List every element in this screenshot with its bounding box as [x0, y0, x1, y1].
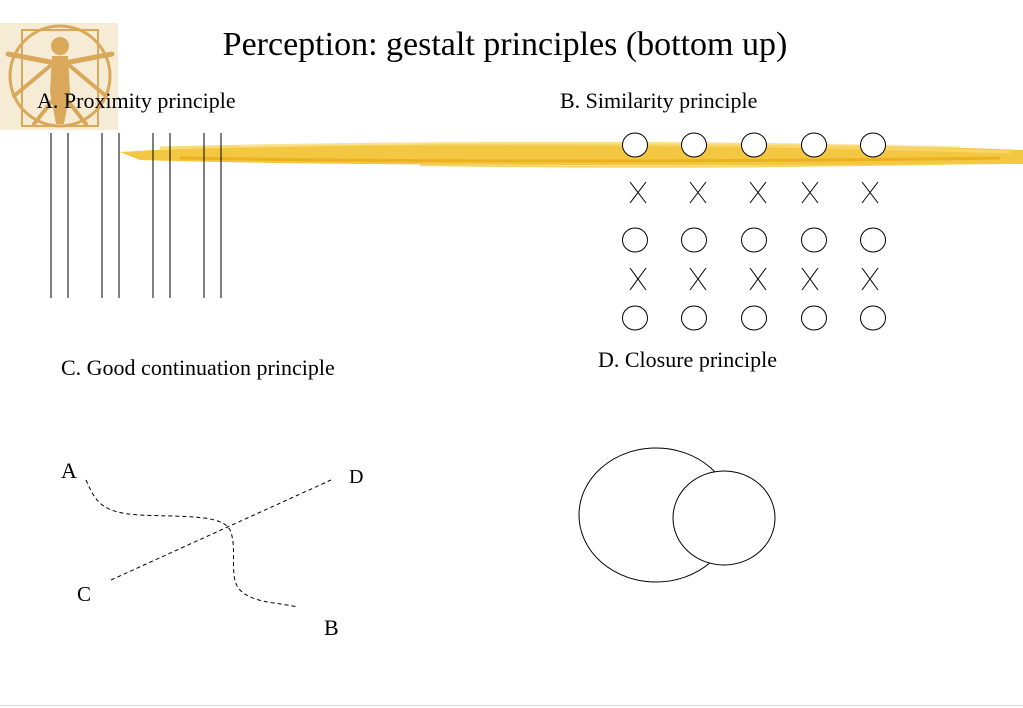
- proximity-label: A. Proximity principle: [37, 88, 236, 113]
- continuation-line-c-d: [110, 479, 332, 581]
- similarity-cross: [689, 181, 707, 204]
- highlighter-stroke: [120, 141, 1023, 168]
- similarity-circle: [681, 227, 707, 253]
- similarity-crosses-row-2: [629, 267, 879, 291]
- similarity-cross: [749, 267, 767, 291]
- similarity-circle: [741, 227, 767, 253]
- bottom-divider: [0, 705, 1023, 706]
- continuation-curve-a-b: [85, 479, 299, 608]
- closure-label: D. Closure principle: [598, 347, 778, 372]
- similarity-cross: [801, 181, 819, 204]
- similarity-circle: [801, 132, 827, 158]
- similarity-circle: [681, 305, 707, 331]
- point-b-label: B: [324, 615, 339, 640]
- similarity-circles-row-1: [622, 132, 886, 158]
- similarity-circles-row-2: [622, 227, 886, 253]
- similarity-circle: [681, 132, 707, 158]
- vitruvian-man-icon: [0, 23, 118, 130]
- similarity-circle: [741, 132, 767, 158]
- similarity-cross: [749, 181, 767, 204]
- similarity-cross: [861, 181, 879, 204]
- similarity-cross: [801, 267, 819, 291]
- similarity-cross: [629, 267, 647, 291]
- similarity-circle: [860, 305, 886, 331]
- similarity-label: B. Similarity principle: [560, 88, 758, 113]
- similarity-circles-row-3: [622, 305, 886, 331]
- similarity-circle: [622, 305, 648, 331]
- page-title: Perception: gestalt principles (bottom u…: [222, 26, 788, 63]
- continuation-lines: [85, 479, 332, 608]
- similarity-circle: [801, 227, 827, 253]
- similarity-cross: [861, 267, 879, 291]
- continuation-label: C. Good continuation principle: [61, 355, 335, 380]
- similarity-crosses-row-1: [629, 181, 879, 204]
- similarity-circle: [622, 227, 648, 253]
- point-d-label: D: [349, 466, 364, 488]
- similarity-circle: [741, 305, 767, 331]
- proximity-lines: [50, 133, 222, 298]
- closure-small-circle: [672, 470, 776, 566]
- similarity-circle: [860, 132, 886, 158]
- similarity-circle: [860, 227, 886, 253]
- similarity-cross: [629, 181, 647, 204]
- similarity-circle: [801, 305, 827, 331]
- similarity-circle: [622, 132, 648, 158]
- similarity-cross: [689, 267, 707, 291]
- point-c-label: C: [77, 582, 92, 606]
- closure-shapes: [578, 447, 776, 583]
- point-a-label: A: [61, 458, 77, 483]
